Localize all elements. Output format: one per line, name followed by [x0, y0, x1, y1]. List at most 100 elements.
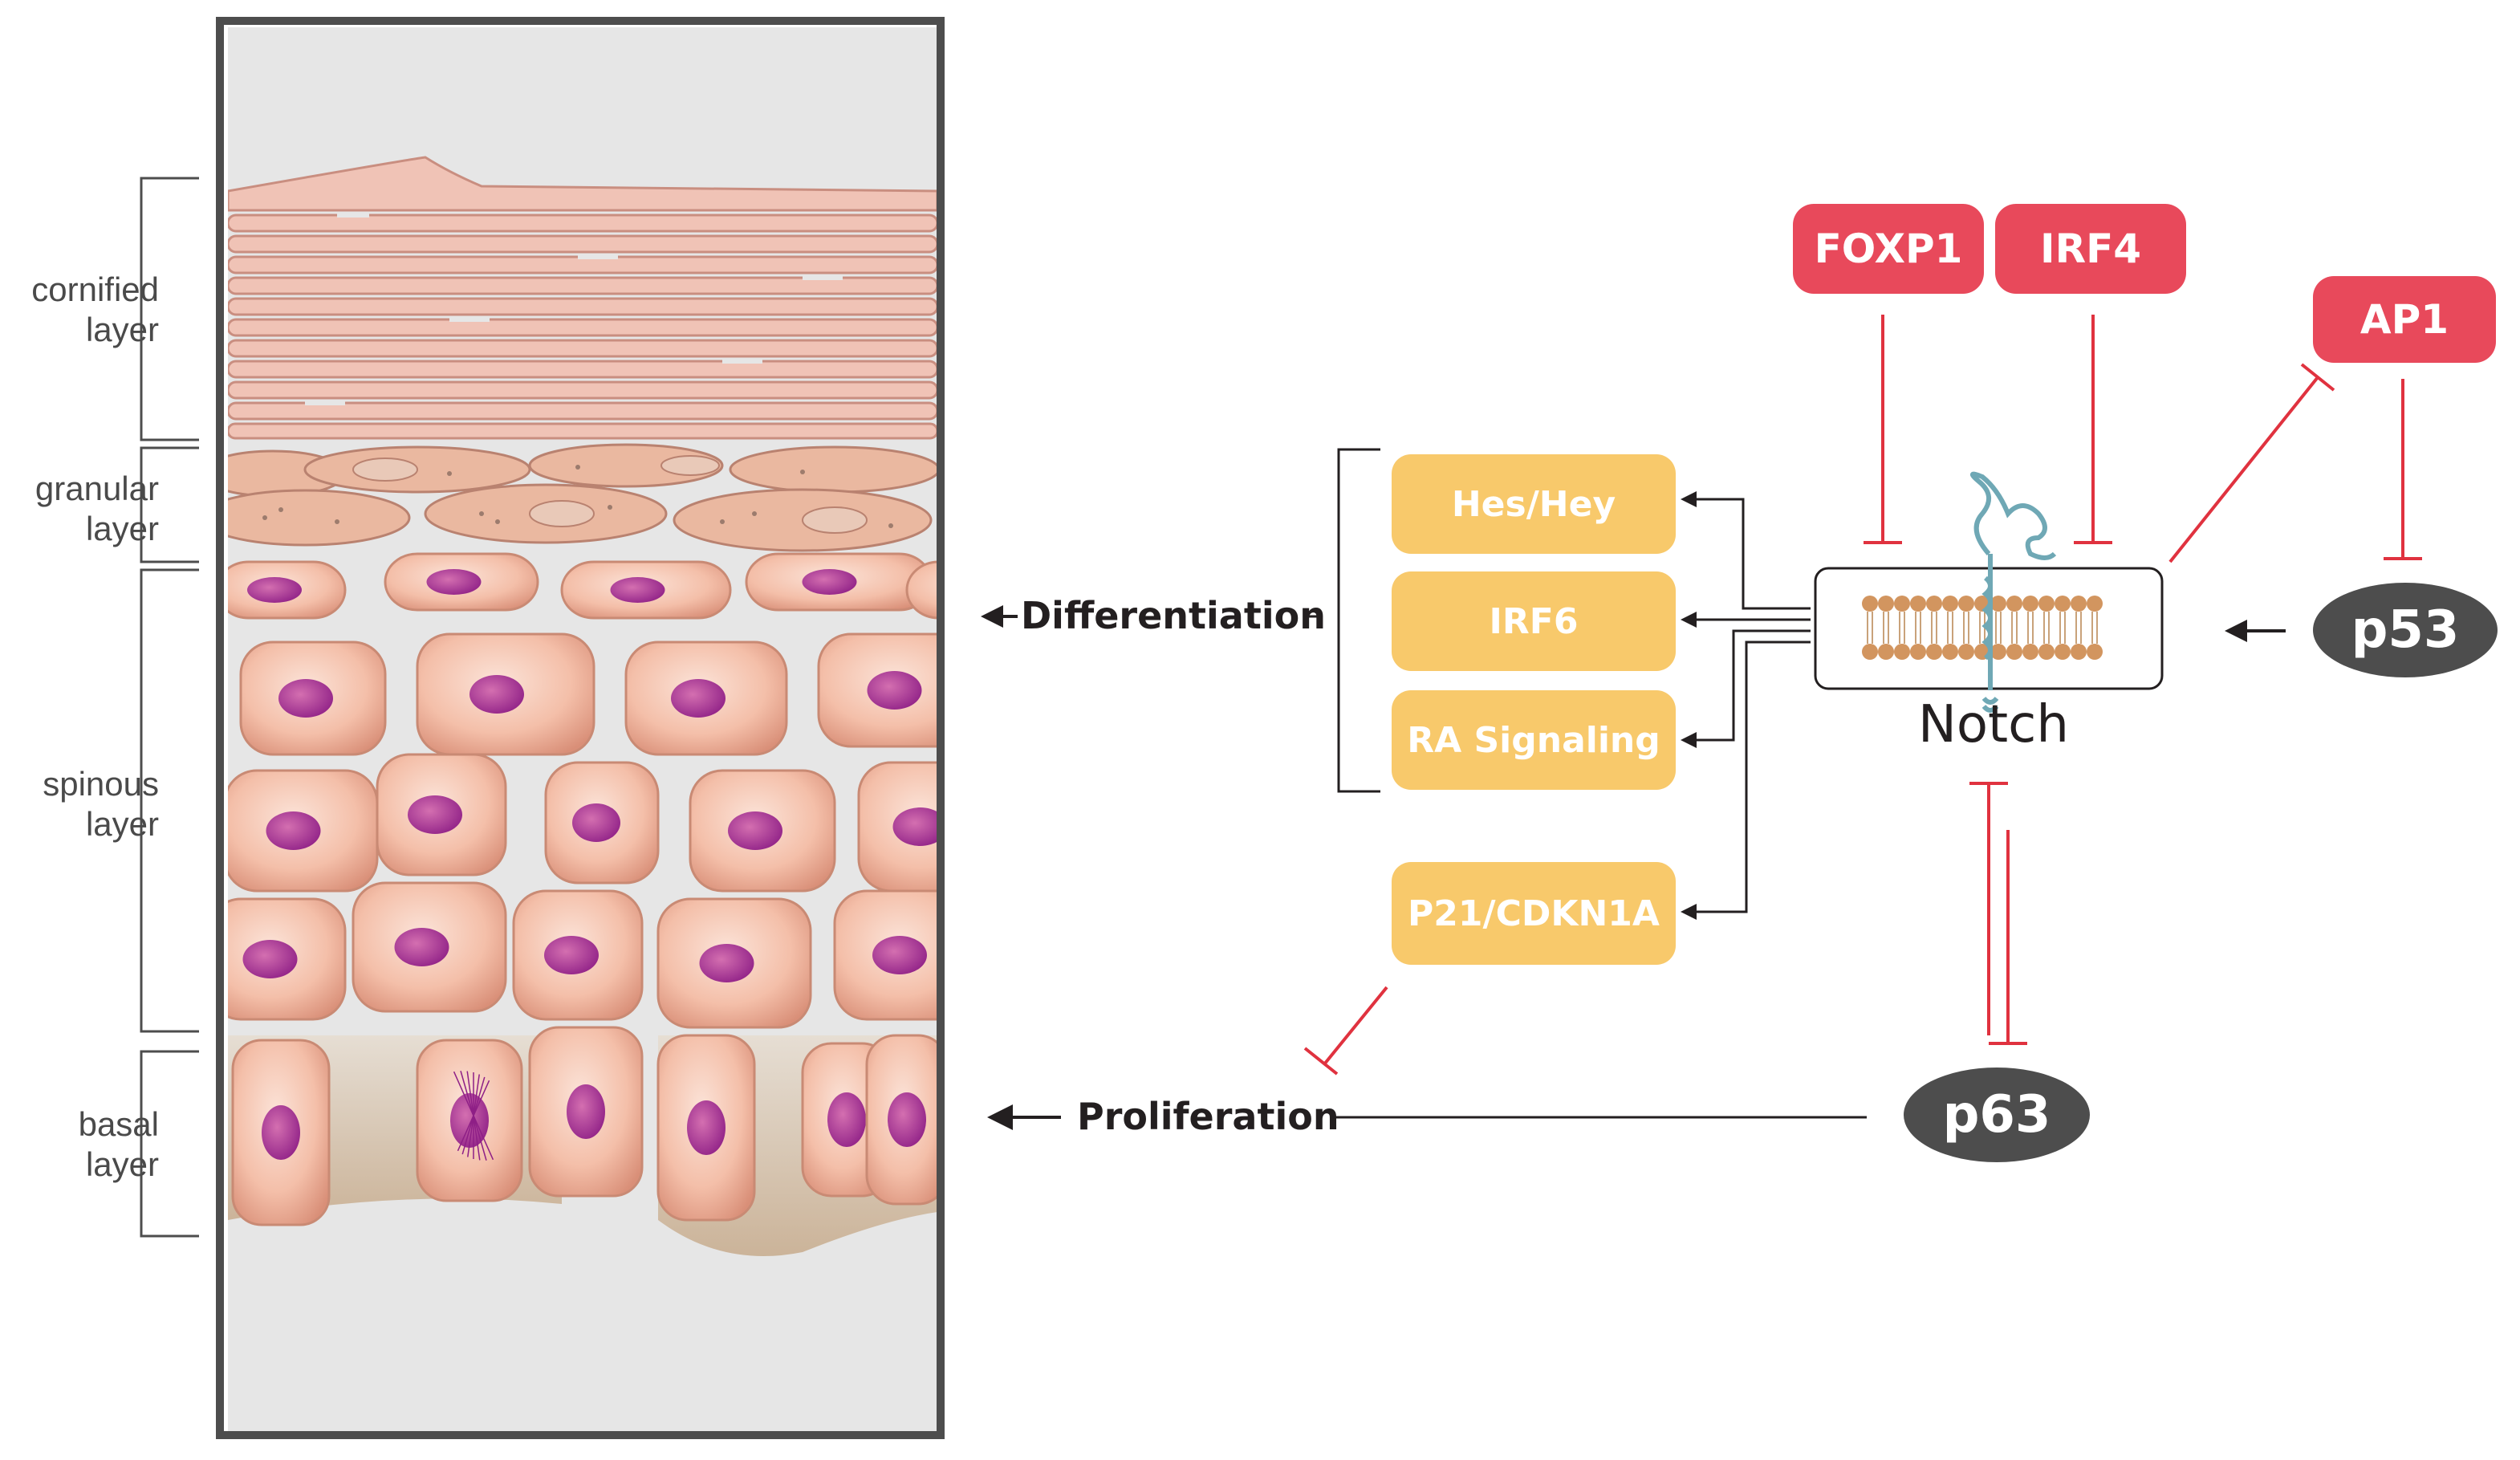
p53-oval: p53: [2313, 583, 2498, 677]
layer-label-granular-line1: granular: [35, 470, 159, 507]
lipid-head: [2087, 596, 2103, 612]
lipid-head: [2055, 596, 2071, 612]
cell-nucleus: [867, 671, 922, 710]
spinous-cells: [228, 552, 996, 1029]
cell-nucleus: [610, 577, 665, 603]
lipid-head: [2038, 644, 2055, 660]
lipid-head: [2071, 596, 2087, 612]
lipid-head: [2022, 596, 2038, 612]
cell-nucleus: [242, 940, 298, 978]
cell-nucleus: [802, 569, 857, 595]
cell-nucleus: [266, 811, 321, 850]
cell-nucleus: [941, 577, 996, 603]
spindle-fiber: [457, 1080, 490, 1152]
irf6-box: IRF6: [1392, 571, 1676, 671]
lipid-head: [1878, 644, 1894, 660]
lipid-head: [1862, 596, 1878, 612]
ap1-inhibits-p53: [2384, 379, 2422, 560]
lipid-head: [2038, 596, 2055, 612]
layer-label-basal-line2: layer: [85, 1145, 159, 1183]
lipid-head: [1926, 596, 1942, 612]
cell-nucleus: [469, 675, 524, 714]
cell-nucleus: [262, 1105, 300, 1160]
layer-label-granular: granular layer: [8, 469, 159, 549]
proliferation-arrow: [987, 1104, 1061, 1130]
ap1-box: AP1: [2313, 276, 2496, 363]
cell-nucleus: [872, 936, 927, 974]
layer-label-cornified-line2: layer: [85, 311, 159, 348]
cell-nucleus: [426, 569, 482, 595]
cell-nucleus: [278, 679, 333, 718]
cell-nucleus: [728, 811, 782, 850]
lipid-head: [1958, 596, 1974, 612]
foxp1-box: FOXP1: [1793, 204, 1984, 294]
notch-receptor-icon: [1970, 471, 2057, 713]
cell-nucleus: [572, 803, 620, 842]
cell-nucleus: [827, 1092, 866, 1147]
layer-label-spinous-line1: spinous: [43, 765, 159, 803]
hes-hey-box: Hes/Hey: [1392, 454, 1676, 554]
lipid-head: [2006, 644, 2022, 660]
lipid-head: [1894, 644, 1910, 660]
differentiation-arrow: [981, 605, 1018, 628]
ra-signaling-box: RA Signaling: [1392, 690, 1676, 790]
cell-nucleus: [394, 928, 449, 966]
lipid-head: [1990, 644, 2006, 660]
proliferation-label: Proliferation: [1077, 1095, 1339, 1138]
cell-nucleus: [888, 1092, 926, 1147]
layer-brackets: [140, 177, 199, 1238]
layer-label-basal: basal layer: [8, 1104, 159, 1185]
cell-nucleus: [567, 1084, 605, 1139]
lipid-head: [2055, 644, 2071, 660]
lipid-head: [1926, 644, 1942, 660]
cell-nucleus: [671, 679, 726, 718]
p21-inhibits-proliferation: [1303, 986, 1388, 1076]
differentiation-bracket: [1337, 448, 1380, 793]
lipid-head: [1894, 596, 1910, 612]
lipid-head: [1878, 596, 1894, 612]
cell-nucleus: [687, 1100, 726, 1155]
skin-panel-frame: [216, 17, 945, 1439]
layer-label-cornified-line1: cornified: [31, 270, 159, 308]
cell-nucleus: [699, 944, 754, 982]
cell-nucleus: [892, 807, 937, 846]
granular-cells: [228, 443, 937, 552]
inhibition-lines: [1303, 315, 2422, 1076]
p21-cdkn1a-box: P21/CDKN1A: [1392, 862, 1676, 965]
notch-target-arrowheads: [1681, 491, 1697, 920]
foxp1-inhibits-notch: [1864, 315, 1902, 544]
lipid-head: [1958, 644, 1974, 660]
lipid-head: [2071, 644, 2087, 660]
basal-cells: [231, 1026, 937, 1226]
notch-inhibits-p63: [1989, 830, 2027, 1045]
lipid-head: [2006, 596, 2022, 612]
p63-inhibits-notch: [1969, 782, 2008, 1035]
differentiation-label: Differentiation: [1021, 594, 1326, 637]
lipid-head: [1910, 644, 1926, 660]
layer-label-granular-line2: layer: [85, 510, 159, 547]
irf4-box: IRF4: [1995, 204, 2186, 294]
lipid-head: [2087, 644, 2103, 660]
notch-target-arrows: [1693, 498, 1811, 913]
lipid-head: [1862, 644, 1878, 660]
spinous-cell: [905, 560, 937, 620]
notch-inhibits-ap1: [2168, 363, 2335, 563]
lipid-head: [1910, 596, 1926, 612]
lipid-head: [1942, 596, 1958, 612]
cornified-cells: [228, 156, 937, 440]
lipid-head: [1942, 644, 1958, 660]
cell-nucleus: [544, 936, 599, 974]
cell-nucleus: [247, 577, 302, 603]
lipid-head: [2022, 644, 2038, 660]
cell-nucleus: [408, 795, 462, 834]
lipid-head: [1990, 596, 2006, 612]
layer-label-cornified: cornified layer: [8, 270, 159, 350]
irf4-inhibits-notch: [2074, 315, 2112, 544]
layer-label-spinous: spinous layer: [8, 764, 159, 844]
p53-notch-arrow: [2225, 620, 2286, 642]
layer-label-basal-line1: basal: [78, 1105, 159, 1143]
layer-label-spinous-line2: layer: [85, 805, 159, 843]
p63-oval: p63: [1904, 1068, 2090, 1162]
